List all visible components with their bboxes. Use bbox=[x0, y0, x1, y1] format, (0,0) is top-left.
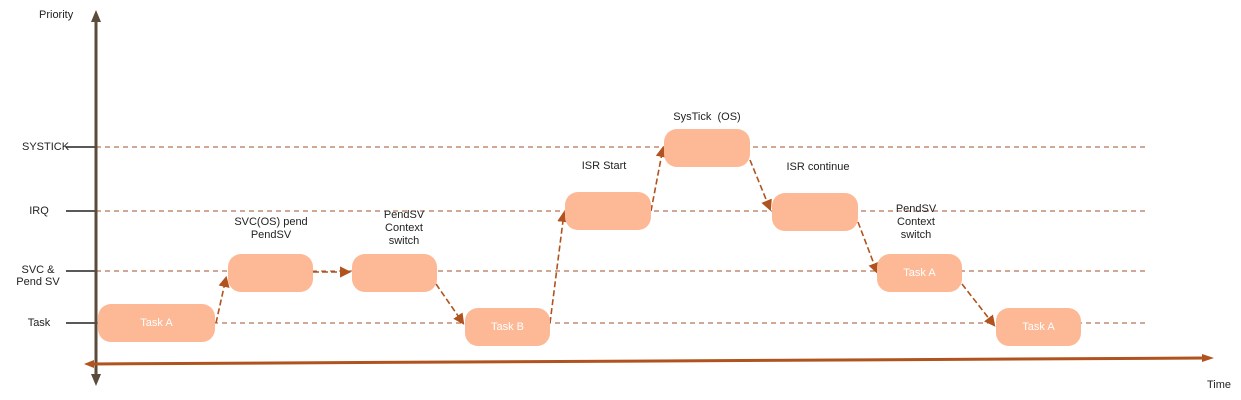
execution-block-task-a: Task A bbox=[996, 308, 1081, 346]
execution-block-task-a: Task A bbox=[877, 254, 962, 292]
transition-arrow bbox=[749, 159, 772, 212]
transition-arrow bbox=[650, 145, 667, 212]
level-label-svc: SVC & Pend SV bbox=[16, 264, 60, 288]
y-axis-title: Priority bbox=[39, 9, 74, 21]
execution-block-task-a: Task A bbox=[98, 304, 215, 342]
execution-block-svc bbox=[228, 254, 313, 292]
y-axis-arrow-top-icon bbox=[91, 10, 101, 22]
execution-block-systick bbox=[664, 129, 750, 167]
transition-arrow bbox=[215, 275, 230, 324]
annotation-pendsv-context-switch: PendSV Context switch bbox=[895, 203, 937, 241]
x-axis-title: Time bbox=[1207, 379, 1232, 391]
annotation-isr-start: ISR Start bbox=[581, 160, 627, 172]
level-label-systick: SYSTICK bbox=[22, 141, 70, 153]
level-label-irq: IRQ bbox=[29, 205, 49, 217]
annotation-isr-continue: ISR continue bbox=[786, 161, 850, 173]
level-label-task: Task bbox=[27, 317, 51, 329]
annotation-pendsv-context-switch: PendSV Context switch bbox=[383, 209, 425, 247]
execution-block-isr-continue bbox=[772, 193, 858, 231]
transition-arrow bbox=[961, 283, 996, 327]
y-axis-arrow-bottom-icon bbox=[91, 374, 101, 386]
transition-arrow bbox=[435, 283, 465, 325]
execution-block-pendsv bbox=[352, 254, 437, 292]
annotation-systick-os: SysTick (OS) bbox=[673, 111, 741, 123]
x-axis bbox=[89, 356, 1207, 366]
execution-block-task-b: Task B bbox=[465, 308, 550, 346]
annotation-svc-pend: SVC(OS) pend PendSV bbox=[234, 216, 308, 241]
transition-arrow bbox=[549, 210, 569, 324]
transition-arrow bbox=[857, 221, 880, 275]
execution-block-isr-start bbox=[565, 192, 651, 230]
x-axis-arrow-right-icon bbox=[1202, 354, 1214, 362]
x-axis-arrow-left-icon bbox=[84, 360, 94, 368]
